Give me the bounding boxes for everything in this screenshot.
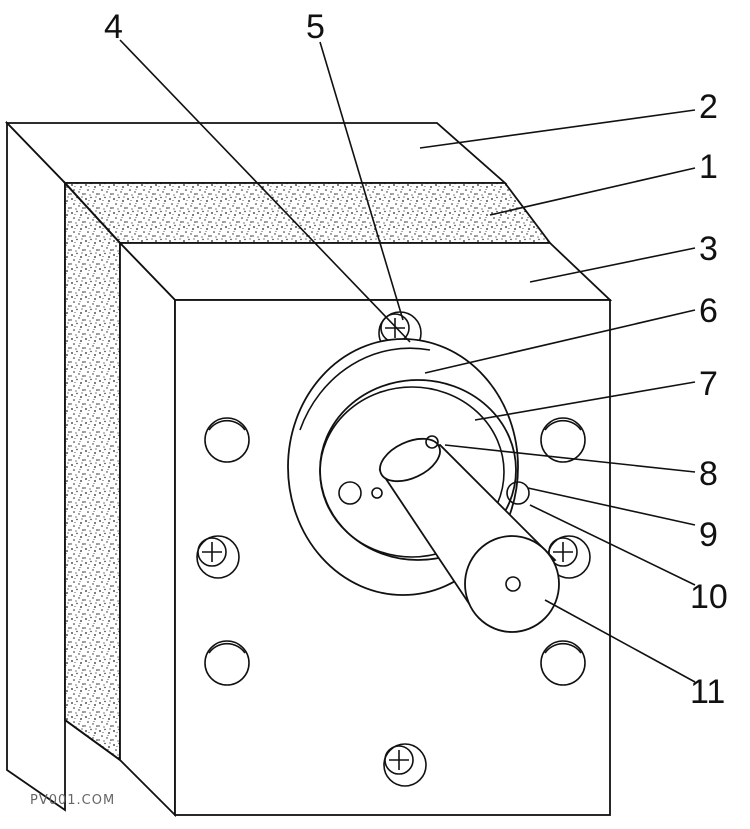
label-11: 11 [690, 673, 725, 711]
boss-bolt [506, 481, 530, 505]
label-6: 6 [699, 292, 718, 330]
label-8: 8 [699, 455, 718, 493]
screw [383, 743, 427, 787]
mounting-hole [540, 417, 586, 463]
shaft-key [425, 435, 439, 449]
label-10: 10 [690, 578, 728, 616]
label-1: 1 [699, 148, 718, 186]
outer-casing [4, 120, 508, 812]
label-2: 2 [699, 88, 718, 126]
watermark: PV001.COM [30, 793, 116, 808]
mounting-hole [204, 417, 250, 463]
label-4: 4 [104, 8, 123, 46]
locating-pin [371, 487, 383, 499]
label-3: 3 [699, 230, 718, 268]
boss-bolts [338, 481, 530, 505]
part-labels: 4 5 2 1 3 6 7 8 9 10 11 [104, 8, 728, 711]
mounting-hole [204, 640, 250, 686]
mounting-hole [540, 640, 586, 686]
leader-lines [119, 39, 696, 683]
label-7: 7 [699, 365, 718, 403]
mounting-holes [204, 417, 586, 686]
boss-bolt [338, 481, 362, 505]
output-shaft [378, 435, 560, 633]
label-9: 9 [699, 516, 718, 554]
label-5: 5 [306, 8, 325, 46]
screw [196, 535, 240, 579]
